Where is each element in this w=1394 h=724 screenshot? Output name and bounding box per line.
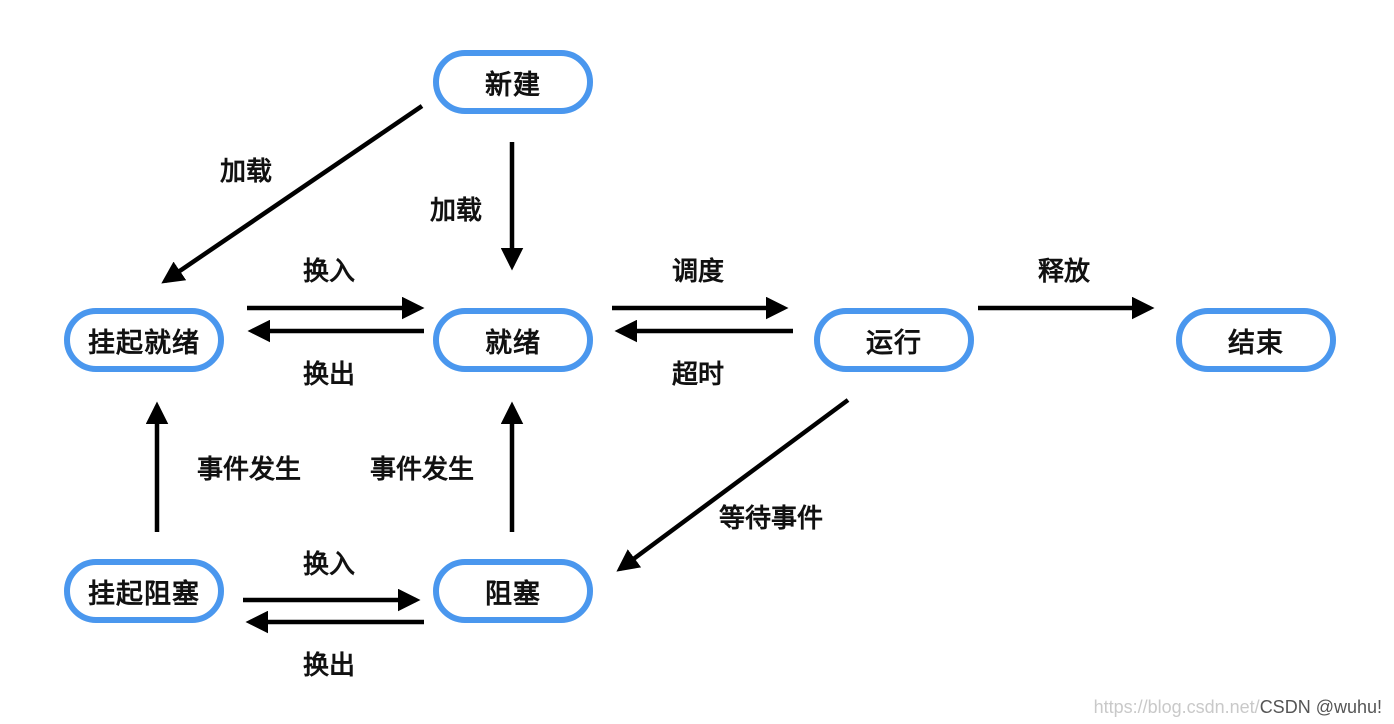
state-ready: 就绪 [433,308,593,372]
edge-label-swap-in-ready: 换入 [303,257,356,287]
edge-label-load-suspended-ready: 加载 [220,157,273,187]
watermark-brand: CSDN @wuhu! [1259,697,1382,717]
edge-label-schedule: 调度 [672,257,725,287]
state-new: 新建 [433,50,593,114]
state-end: 结束 [1176,308,1336,372]
state-running: 运行 [814,308,974,372]
state-suspended-blocked: 挂起阻塞 [64,559,224,623]
edge-label-event-occurs-suspended: 事件发生 [197,455,302,485]
watermark: https://blog.csdn.net/CSDN @wuhu! [1094,696,1382,718]
edge-label-swap-in-blocked: 换入 [303,550,356,580]
state-blocked: 阻塞 [433,559,593,623]
edge-label-timeout: 超时 [672,360,725,390]
state-suspended-ready: 挂起就绪 [64,308,224,372]
arrow-wait-event [616,398,850,572]
edge-label-wait-event: 等待事件 [719,504,824,534]
watermark-url: https://blog.csdn.net/ [1093,697,1260,717]
edge-label-release: 释放 [1038,257,1091,287]
edge-label-swap-out-blocked: 换出 [303,651,356,681]
edge-label-load-ready: 加载 [430,196,483,226]
edge-label-event-occurs-blocked: 事件发生 [370,455,475,485]
edge-label-swap-out-ready: 换出 [303,360,356,390]
arrow-new-to-suspended-ready [161,104,424,284]
